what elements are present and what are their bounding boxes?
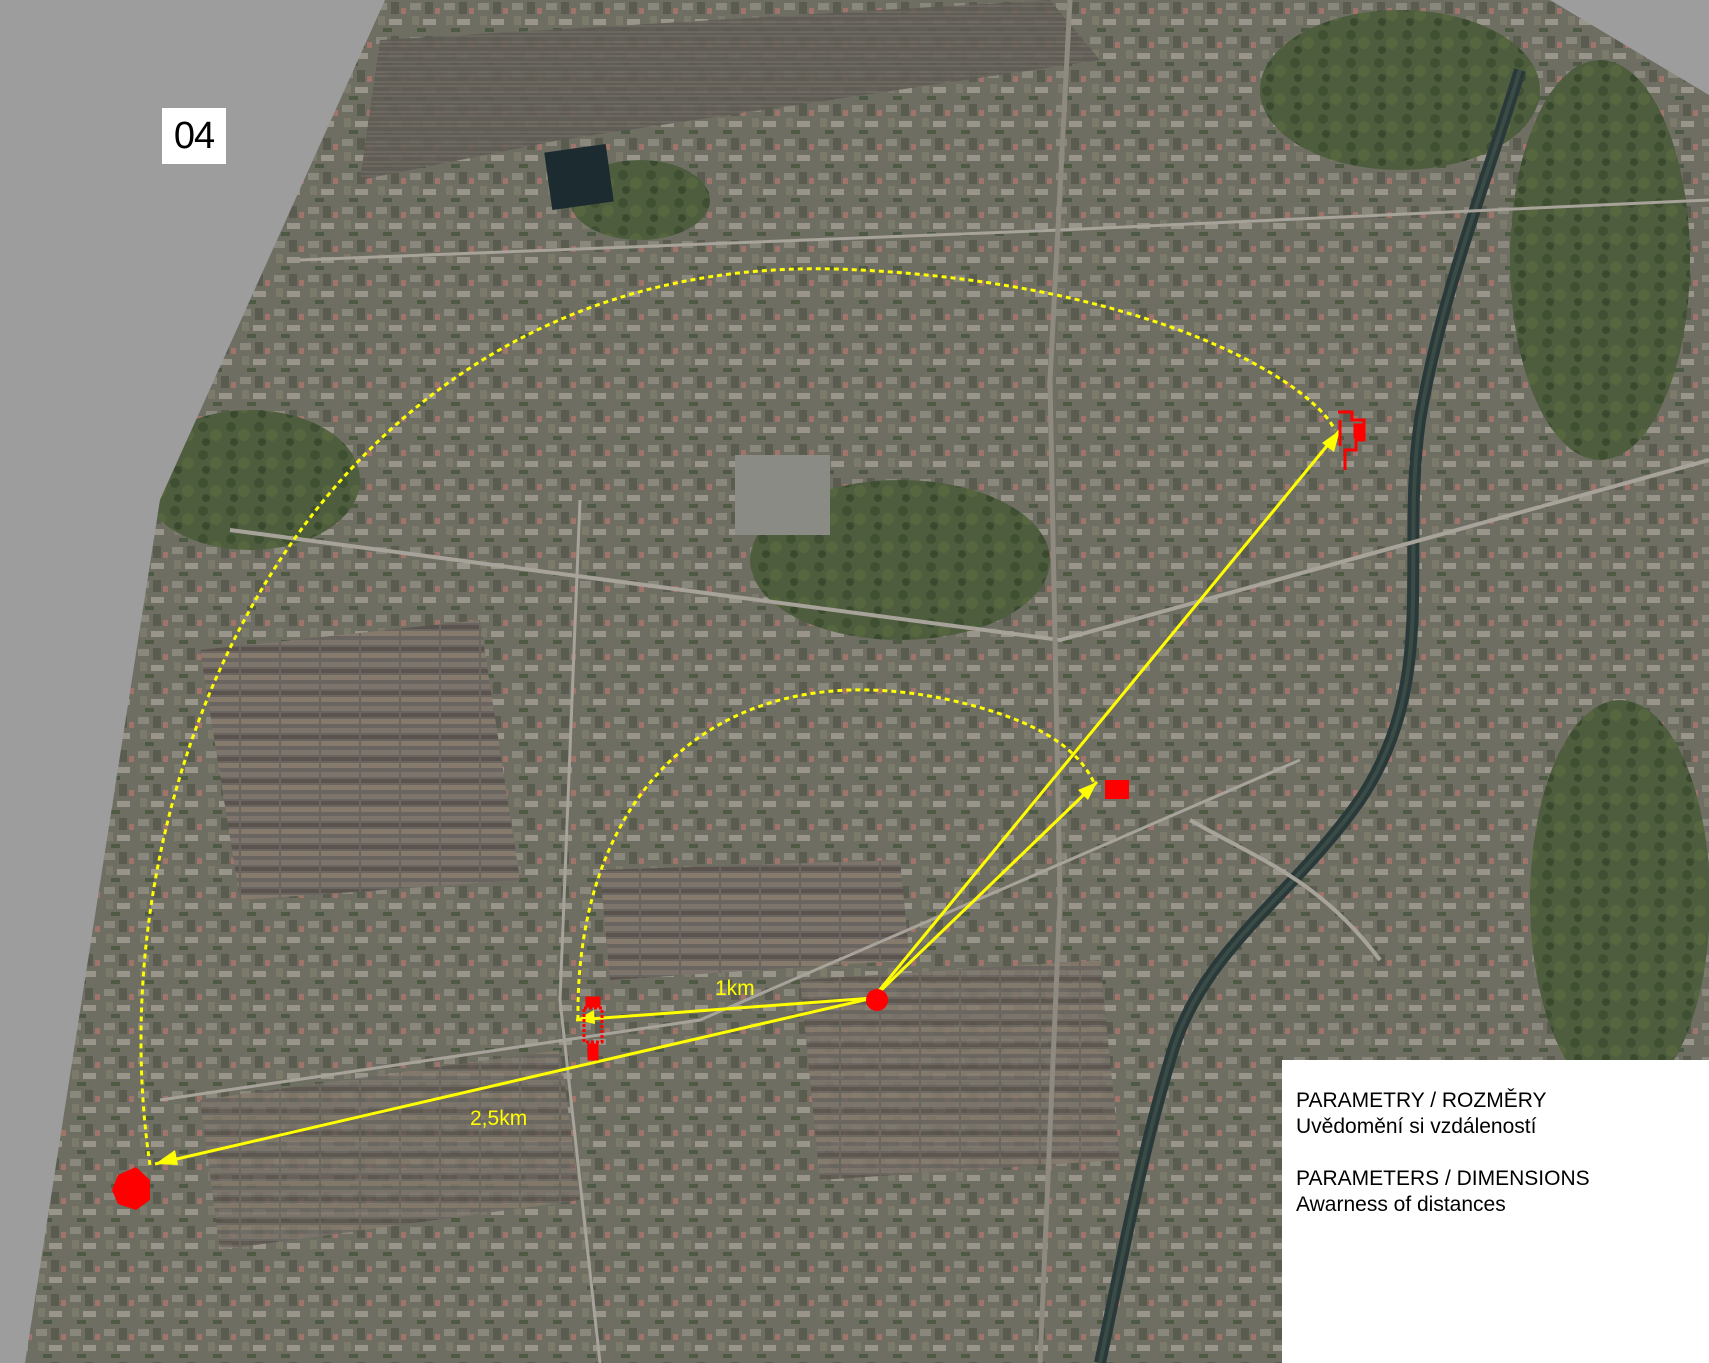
distance-label-near: 1km [715,977,755,1000]
caption-en-text: Awarness of distances [1296,1193,1506,1216]
near-west-site-marker [582,996,604,1061]
sheet-number: 04 [162,108,226,164]
origin-marker [866,989,888,1011]
west-site-marker [112,1167,150,1210]
arrow-to-centre [871,429,1342,999]
distance-annotations [139,267,1342,1166]
centre-site-marker [1338,410,1366,470]
caption-en-title: PARAMETERS / DIMENSIONS [1296,1167,1590,1190]
near-radius-arc [576,688,1097,1021]
site-markers [112,410,1366,1210]
caption-cz-text: Uvědomění si vzdáleností [1296,1115,1537,1138]
caption-box: PARAMETRY / ROZMĚRY Uvědomění si vzdálen… [1282,1060,1709,1363]
far-radius-arc [139,267,1337,1166]
arrow-to-near-east [871,780,1099,1000]
distance-label-far: 2,5km [470,1107,527,1130]
caption-cz-title: PARAMETRY / ROZMĚRY [1296,1089,1547,1112]
arrow-to-west [154,996,874,1166]
near-east-site-marker [1105,780,1129,799]
arrow-to-near-west [575,996,874,1022]
